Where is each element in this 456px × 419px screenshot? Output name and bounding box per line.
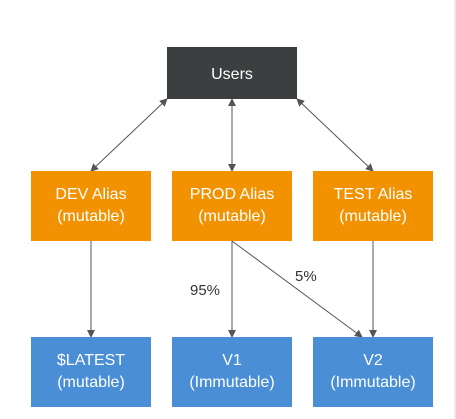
v2-node: V2 (Immutable) <box>313 337 433 407</box>
edge-label-95-percent: 95% <box>190 282 220 299</box>
users-label: Users <box>211 66 253 83</box>
edge-prod-alias-v2 <box>231 240 363 338</box>
users-node: Users <box>167 47 297 99</box>
edge-label-5-percent: 5% <box>295 268 317 285</box>
v2-box <box>313 337 433 407</box>
test-alias-title: TEST Alias <box>334 186 413 203</box>
latest-subtitle: (mutable) <box>57 374 125 391</box>
dev-alias-subtitle: (mutable) <box>57 208 125 225</box>
users-box <box>167 47 297 99</box>
latest-title: $LATEST <box>57 352 125 369</box>
dev-alias-node: DEV Alias (mutable) <box>31 171 151 241</box>
v1-subtitle: (Immutable) <box>189 374 274 391</box>
test-alias-box <box>313 171 433 241</box>
prod-alias-title: PROD Alias <box>190 186 274 203</box>
test-alias-subtitle: (mutable) <box>339 208 407 225</box>
dev-alias-title: DEV Alias <box>55 186 126 203</box>
v2-title: V2 <box>363 352 383 369</box>
test-alias-node: TEST Alias (mutable) <box>313 171 433 241</box>
v1-title: V1 <box>222 352 242 369</box>
prod-alias-subtitle: (mutable) <box>198 208 266 225</box>
v2-subtitle: (Immutable) <box>330 374 415 391</box>
latest-box <box>31 337 151 407</box>
v1-box <box>172 337 292 407</box>
prod-alias-node: PROD Alias (mutable) <box>172 171 292 241</box>
right-edge-divider <box>454 0 456 419</box>
latest-node: $LATEST (mutable) <box>31 337 151 407</box>
prod-alias-box <box>172 171 292 241</box>
edge-users-test-alias <box>296 98 374 172</box>
edge-users-dev-alias <box>90 98 168 172</box>
dev-alias-box <box>31 171 151 241</box>
v1-node: V1 (Immutable) <box>172 337 292 407</box>
